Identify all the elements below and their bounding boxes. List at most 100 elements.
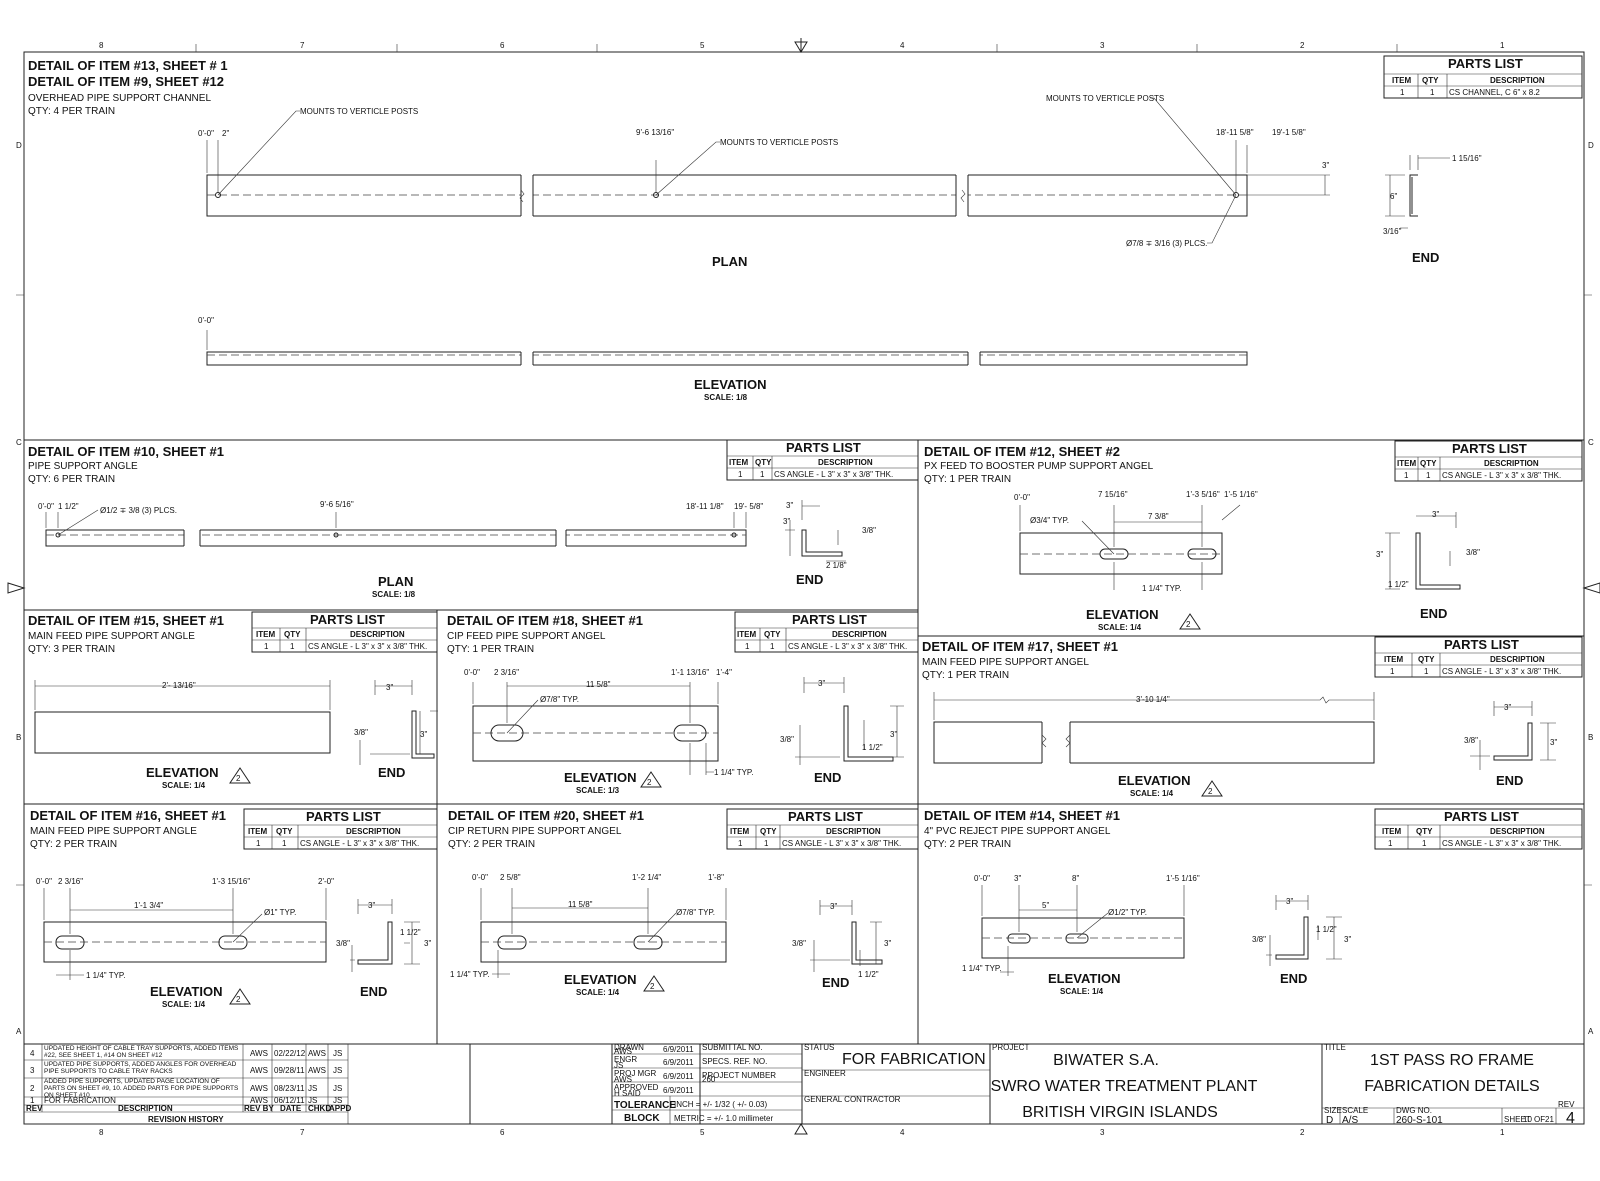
parts-header: ITEM <box>1384 655 1403 664</box>
revision-history: 4 AWS 02/22/12 AWS JS 3 AWS 09/28/11 AWS… <box>24 1044 351 1125</box>
dwg-number: 260-S-101 <box>1396 1115 1443 1126</box>
specs-label: SPECS. REF. NO. <box>702 1057 767 1066</box>
rev-desc: FOR FABRICATION <box>44 1096 116 1105</box>
parts-header: QTY <box>276 827 293 836</box>
zone-col: 3 <box>1100 1128 1105 1137</box>
zone-col: 4 <box>900 1128 905 1137</box>
leader-note: Ø7/8 ∓ 3/16 (3) PLCS. <box>1126 239 1207 248</box>
parts-header: ITEM <box>256 630 275 639</box>
parts-cell: 1 <box>290 642 295 651</box>
detail-16: DETAIL OF ITEM #16, SHEET #1 MAIN FEED P… <box>30 808 438 1009</box>
dwg-label: DWG NO. <box>1396 1106 1432 1115</box>
scale-label: SCALE: 1/4 <box>1098 623 1142 632</box>
view-label: END <box>1496 773 1523 788</box>
rev-desc: UPDATED HEIGHT OF CABLE TRAY SUPPORTS, A… <box>44 1045 239 1059</box>
parts-cell: CS ANGLE - L 3" x 3" x 3/8" THK. <box>1442 839 1561 848</box>
zone-row: C <box>16 438 22 447</box>
parts-header: QTY <box>760 827 777 836</box>
revision-number: 2 <box>236 774 241 783</box>
zone-row: D <box>1588 141 1594 150</box>
view-label: END <box>814 770 841 785</box>
parts-header: DESCRIPTION <box>1484 459 1539 468</box>
scale-label: SCALE: 1/4 <box>1130 789 1174 798</box>
zone-col: 2 <box>1300 41 1305 50</box>
leader-note: MOUNTS TO VERTICLE POSTS <box>300 107 418 116</box>
project-line: SWRO WATER TREATMENT PLANT <box>991 1078 1258 1095</box>
status-value: FOR FABRICATION <box>842 1051 986 1068</box>
dim-label: 1'-5 1/16" <box>1224 490 1258 499</box>
detail-qty: QTY: 6 PER TRAIN <box>28 474 115 485</box>
zone-col: 1 <box>1500 1128 1505 1137</box>
project-number: 260 <box>702 1075 716 1084</box>
rev-chkd: AWS <box>308 1049 326 1058</box>
dim-label: 1'-5 1/16" <box>1166 874 1200 883</box>
engineer-label: ENGINEER <box>804 1069 846 1078</box>
parts-header: DESCRIPTION <box>826 827 881 836</box>
sign-name: AWS <box>614 1047 632 1056</box>
parts-cell: CS CHANNEL, C 6" x 8.2 <box>1449 88 1540 97</box>
dim-label: 1 15/16" <box>1452 154 1482 163</box>
parts-list: PARTS LIST ITEM QTY DESCRIPTION 1 1 CS A… <box>726 808 919 850</box>
scale-label: SCALE: 1/3 <box>576 786 620 795</box>
parts-header: DESCRIPTION <box>818 458 873 467</box>
detail-10: DETAIL OF ITEM #10, SHEET #1 PIPE SUPPOR… <box>28 439 919 599</box>
parts-title: PARTS LIST <box>310 612 385 627</box>
detail-title: DETAIL OF ITEM #13, SHEET # 1 <box>28 58 228 73</box>
tolerance-metric: METRIC = +/- 1.0 millimeter <box>674 1114 773 1123</box>
dim-label: 3/8" <box>354 728 368 737</box>
dim-label: 3/8" <box>792 939 806 948</box>
rev-date: 02/22/12 <box>274 1049 306 1058</box>
rev-by: AWS <box>250 1066 268 1075</box>
detail-15: DETAIL OF ITEM #15, SHEET #1 MAIN FEED P… <box>28 611 438 790</box>
rev-chkd: JS <box>308 1084 317 1093</box>
dim-label: 3" <box>420 730 427 739</box>
dim-label: 3/8" <box>336 939 350 948</box>
leader-note: MOUNTS TO VERTICLE POSTS <box>720 138 838 147</box>
project-line: BIWATER S.A. <box>1053 1052 1159 1069</box>
parts-cell: CS ANGLE - L 3" x 3" x 3/8" THK. <box>300 839 419 848</box>
leader-note: Ø7/8" TYP. <box>676 908 715 917</box>
parts-header: QTY <box>1422 76 1439 85</box>
zone-col: 4 <box>900 41 905 50</box>
parts-cell: 1 <box>1426 471 1431 480</box>
zone-col: 6 <box>500 1128 505 1137</box>
detail-18: DETAIL OF ITEM #18, SHEET #1 CIP FEED PI… <box>447 611 919 795</box>
of-label: OF <box>1534 1115 1545 1124</box>
dim-label: 1 1/2" <box>1316 925 1337 934</box>
sign-date: 6/9/2011 <box>663 1072 694 1081</box>
scale-label: SCALE: 1/4 <box>576 988 620 997</box>
rev-appd: JS <box>333 1049 342 1058</box>
parts-cell: CS ANGLE - L 3" x 3" x 3/8" THK. <box>1442 667 1561 676</box>
revision-triangle <box>1201 780 1223 797</box>
parts-cell: 1 <box>1404 471 1409 480</box>
parts-header: DESCRIPTION <box>1490 655 1545 664</box>
parts-header: QTY <box>1418 655 1435 664</box>
detail-desc: 4" PVC REJECT PIPE SUPPORT ANGEL <box>924 826 1111 837</box>
sign-date: 6/9/2011 <box>663 1086 694 1095</box>
scale-label: SCALE: 1/8 <box>704 393 748 402</box>
detail-title: DETAIL OF ITEM #16, SHEET #1 <box>30 808 226 823</box>
parts-header: QTY <box>1416 827 1433 836</box>
revision-triangle <box>640 771 662 788</box>
detail-title: DETAIL OF ITEM #20, SHEET #1 <box>448 808 644 823</box>
dim-label: 1 1/2" <box>58 502 79 511</box>
rev-by: AWS <box>250 1084 268 1093</box>
detail-20: DETAIL OF ITEM #20, SHEET #1 CIP RETURN … <box>448 808 919 997</box>
dim-label: 3" <box>818 679 825 688</box>
parts-header: QTY <box>1420 459 1437 468</box>
rev-date: 06/12/11 <box>274 1096 305 1105</box>
parts-title: PARTS LIST <box>1448 56 1523 71</box>
submittal-label: SUBMITTAL NO. <box>702 1043 762 1052</box>
revision-triangle <box>1179 613 1201 630</box>
parts-cell: 1 <box>1400 88 1405 97</box>
parts-cell: 1 <box>1390 667 1395 676</box>
parts-header: QTY <box>284 630 301 639</box>
detail-desc: MAIN FEED PIPE SUPPORT ANGLE <box>28 631 195 642</box>
detail-qty: QTY: 1 PER TRAIN <box>922 670 1009 681</box>
parts-cell: 1 <box>1424 667 1429 676</box>
project-line: BRITISH VIRGIN ISLANDS <box>1022 1104 1218 1121</box>
revision-triangle <box>229 988 251 1005</box>
center-mark-top <box>794 38 808 53</box>
detail-desc: MAIN FEED PIPE SUPPORT ANGEL <box>922 657 1089 668</box>
parts-cell: 1 <box>1422 839 1427 848</box>
